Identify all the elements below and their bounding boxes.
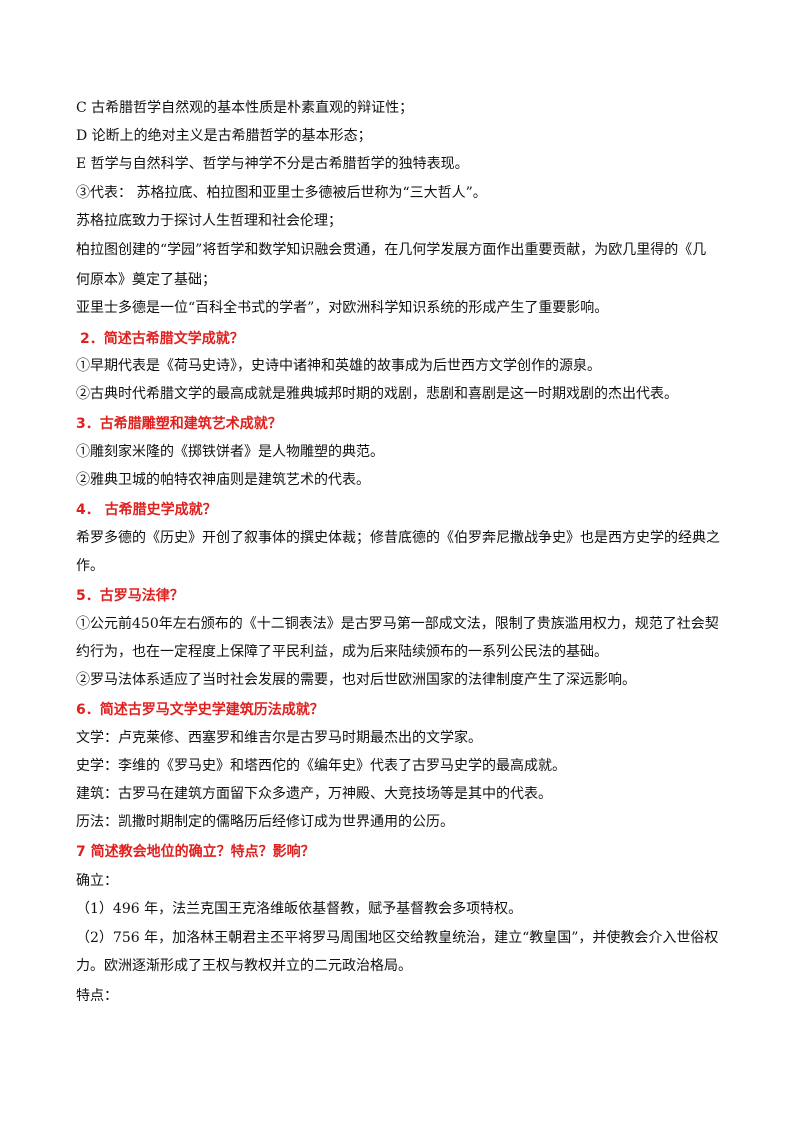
body-line: 作。 (76, 558, 104, 574)
body-line: C 古希腊哲学自然观的基本性质是朴素直观的辩证性； (76, 100, 414, 116)
section-heading: 2．简述古希腊文学成就？ (80, 331, 244, 347)
body-line: （1）496 年，法兰克国王克洛维皈依基督教，赋予基督教会多项特权。 (76, 901, 523, 917)
body-line: 确立： (76, 873, 118, 889)
body-line: 文学：卢克莱修、西塞罗和维吉尔是古罗马时期最杰出的文学家。 (76, 730, 482, 746)
body-line: ②雅典卫城的帕特农神庙则是建筑艺术的代表。 (76, 472, 370, 488)
body-line: 希罗多德的《历史》开创了叙事体的撰史体裁；修昔底德的《伯罗奔尼撒战争史》也是西方… (76, 530, 720, 546)
body-line: 建筑：古罗马在建筑方面留下众多遗产，万神殿、大竞技场等是其中的代表。 (76, 786, 552, 802)
body-line: ①雕刻家米隆的《掷铁饼者》是人物雕塑的典范。 (76, 444, 384, 460)
body-line: （2）756 年，加洛林王朝君主丕平将罗马周围地区交给教皇统治，建立“教皇国”，… (76, 930, 719, 946)
section-heading: 6．简述古罗马文学史学建筑历法成就？ (76, 702, 324, 718)
body-line: D 论断上的绝对主义是古希腊哲学的基本形态； (76, 128, 372, 144)
section-heading: 7 简述教会地位的确立？特点？影响？ (76, 844, 315, 860)
body-line: 特点： (76, 988, 118, 1004)
body-line: 亚里士多德是一位“百科全书式的学者”，对欧洲科学知识系统的形成产生了重要影响。 (76, 300, 609, 316)
section-heading: 5．古罗马法律？ (76, 588, 184, 604)
body-line: ②罗马法体系适应了当时社会发展的需要，也对后世欧洲国家的法律制度产生了深远影响。 (76, 672, 636, 688)
body-line: 历法：凯撒时期制定的儒略历后经修订成为世界通用的公历。 (76, 814, 454, 830)
body-line: ①公元前450年左右颁布的《十二铜表法》是古罗马第一部成文法，限制了贵族滥用权力… (76, 616, 719, 632)
body-line: ①早期代表是《荷马史诗》，史诗中诸神和英雄的故事成为后世西方文学创作的源泉。 (76, 358, 601, 374)
body-line: ②古典时代希腊文学的最高成就是雅典城邦时期的戏剧，悲剧和喜剧是这一时期戏剧的杰出… (76, 386, 678, 402)
body-line: 柏拉图创建的“学园”将哲学和数学知识融会贯通，在几何学发展方面作出重要贡献，为欧… (76, 242, 707, 258)
body-line: 力。欧洲逐渐形成了王权与教权并立的二元政治格局。 (76, 958, 412, 974)
section-heading: 4． 古希腊史学成就？ (76, 502, 217, 518)
body-line: 史学：李维的《罗马史》和塔西佗的《编年史》代表了古罗马史学的最高成就。 (76, 758, 566, 774)
body-line: 约行为，也在一定程度上保障了平民利益，成为后来陆续颁布的一系列公民法的基础。 (76, 644, 608, 660)
body-line: ③代表： 苏格拉底、柏拉图和亚里士多德被后世称为“三大哲人”。 (76, 185, 487, 201)
body-line: E 哲学与自然科学、哲学与神学不分是古希腊哲学的独特表现。 (76, 156, 469, 172)
body-line: 何原本》奠定了基础； (76, 272, 216, 288)
section-heading: 3．古希腊雕塑和建筑艺术成就？ (76, 416, 282, 432)
body-line: 苏格拉底致力于探讨人生哲理和社会伦理； (76, 213, 342, 229)
